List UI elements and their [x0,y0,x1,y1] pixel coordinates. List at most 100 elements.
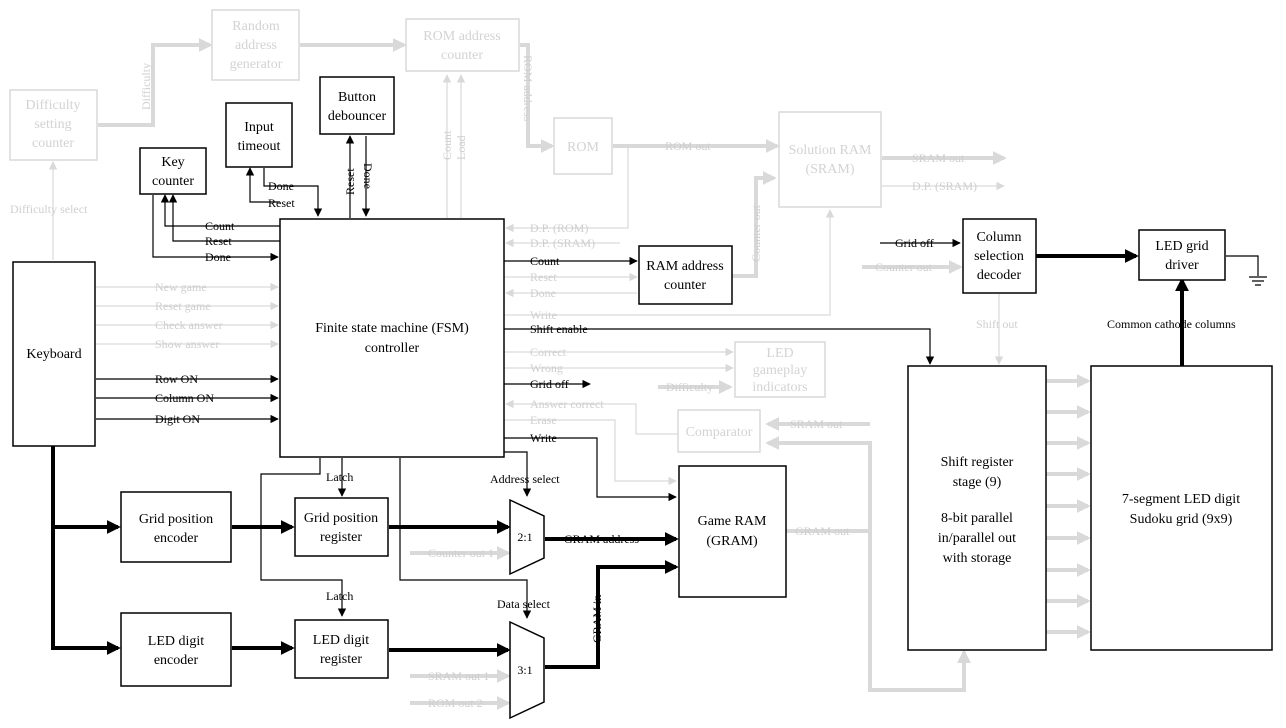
label-check-answer: Check answer [155,318,223,332]
label-counter-out-1: Counter out 1 [428,546,494,560]
active-wires [51,135,1267,669]
address-mux-2to1: 2:1 [509,498,545,576]
label-reset-ram: Reset [530,270,557,284]
label-digit-on: Digit ON [155,412,200,426]
svg-text:2:1: 2:1 [517,530,532,544]
active-signal-labels: Count Reset Done Done Reset Reset Done C… [155,163,1236,643]
label-difficulty-vertical: Difficulty [139,63,153,110]
label-data-select: Data select [497,597,551,611]
label-counter-out-decoder: Counter out [875,260,933,274]
label-gram-address: GRAM address [564,532,639,546]
label-dp-sram-top: D.P. (SRAM) [912,179,977,193]
label-reset-debouncer: Reset [343,168,357,195]
svg-text:3:1: 3:1 [517,663,532,677]
label-count-key: Count [205,219,235,233]
label-shift-enable: Shift enable [530,322,588,336]
svg-text:Solution RAM(SRAM): Solution RAM(SRAM) [789,143,872,177]
label-counter-out-vertical: Counter out [749,204,763,262]
label-latch-grid: Latch [326,470,353,484]
label-done-key: Done [205,250,231,264]
label-gram-out: GRAM out [795,524,850,538]
fsm-controller-block: Finite state machine (FSM)controller [279,218,505,458]
svg-text:Comparator: Comparator [686,425,753,440]
rom-block: ROM [553,117,613,175]
label-gram-in: GRAM in [590,595,604,643]
label-dp-sram: D.P. (SRAM) [530,236,595,250]
label-common-cathode: Common cathode columns [1107,317,1236,331]
label-count-vertical: Count [440,130,454,160]
label-sram-out-top: SRAM out [912,151,965,165]
label-count-ram: Count [530,254,560,268]
label-difficulty-select: Difficulty select [10,202,88,216]
label-sram-out-comparator: SRAM out [790,417,843,431]
label-reset-timeout: Reset [268,196,295,210]
faded-signal-labels: Difficulty Difficulty select ROM address… [10,55,1018,710]
label-address-select: Address select [490,472,560,486]
label-reset-key: Reset [205,234,232,248]
label-reset-game: Reset game [155,299,211,313]
label-correct: Correct [530,345,567,359]
label-shift-out: Shift out [976,317,1018,331]
svg-text:Finite state machine (FSM)cont: Finite state machine (FSM)controller [315,321,469,356]
solution-ram-block: Solution RAM(SRAM) [778,111,882,208]
faded-wires [48,38,1091,710]
game-ram-block: Game RAM(GRAM) [678,465,787,598]
label-row-on: Row ON [155,372,198,386]
label-load-vertical: Load [454,135,468,160]
label-answer-correct: Answer correct [530,397,604,411]
label-sram-out-1: SRAM out 1 [428,669,489,683]
label-new-game: New game [155,280,207,294]
label-done-debouncer: Done [361,163,375,189]
label-done-ram: Done [530,286,556,300]
label-write-gram: Write [530,431,557,445]
label-rom-out: ROM out [665,139,711,153]
label-dp-rom: D.P. (ROM) [530,221,588,235]
label-erase: Erase [530,413,557,427]
label-column-on: Column ON [155,391,214,405]
label-done-timeout: Done [268,179,294,193]
keyboard-block: Keyboard [12,261,96,447]
label-difficulty-led: Difficulty [666,380,713,394]
label-rom-out-2: ROM out 2 [428,696,483,710]
label-wrong: Wrong [530,361,563,375]
data-mux-3to1: 3:1 [509,620,545,720]
label-grid-off-fsm: Grid off [530,377,569,391]
label-rom-address: ROM address [521,55,535,122]
svg-text:ROM: ROM [567,140,599,155]
comparator-block: Comparator [677,409,761,453]
label-show-answer: Show answer [155,337,219,351]
svg-text:Keyboard: Keyboard [26,347,81,362]
svg-text:Game RAM(GRAM): Game RAM(GRAM) [698,514,767,549]
label-latch-digit: Latch [326,589,353,603]
